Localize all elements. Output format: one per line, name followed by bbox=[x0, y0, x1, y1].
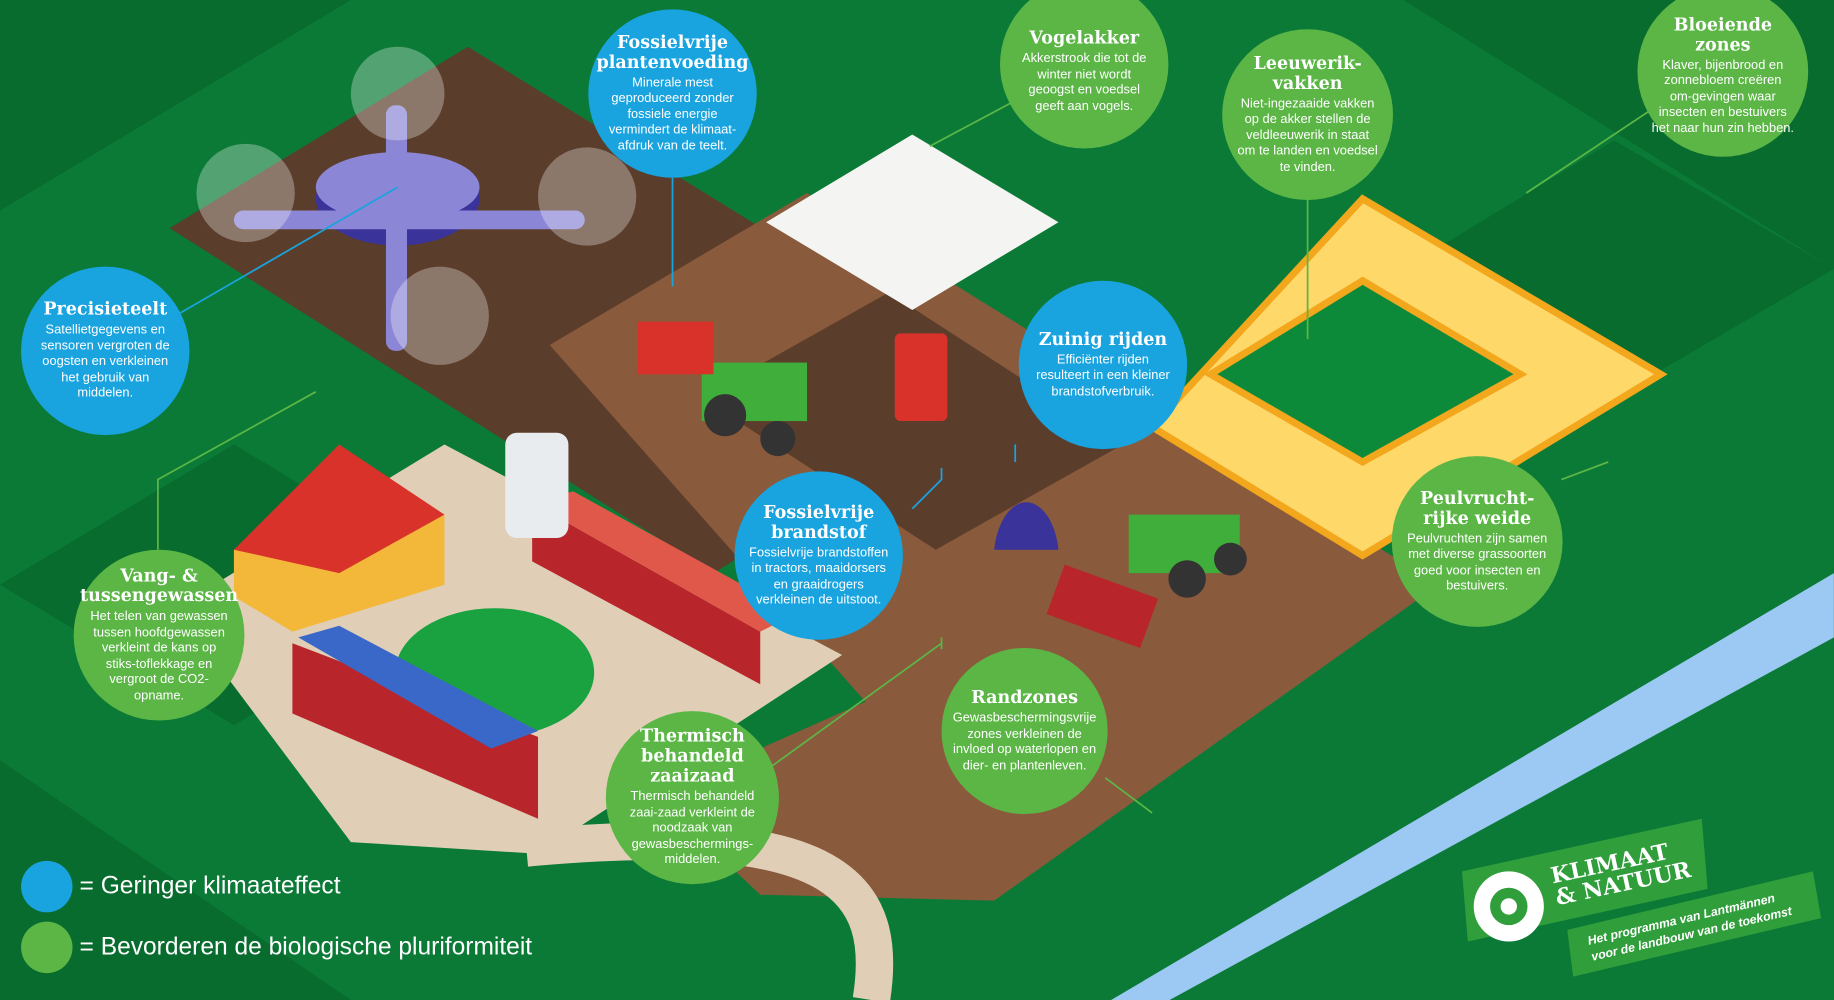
bubble-title: Fossielvrije brandstof bbox=[763, 501, 875, 543]
bubble-title: Peulvrucht- rijke weide bbox=[1420, 487, 1535, 529]
bubble-title: Bloeiende zones bbox=[1673, 13, 1772, 55]
bubble-body: Het telen van gewassen tussen hoofdgewas… bbox=[90, 609, 228, 703]
silo bbox=[505, 432, 569, 539]
legend-label: = Geringer klimaateffect bbox=[79, 872, 341, 900]
bubble-title: Vogelakker bbox=[1029, 26, 1140, 48]
klimaat-natuur-logo: KLIMAAT & NATUUR Het programma van Lantm… bbox=[1456, 818, 1830, 983]
speedometer bbox=[994, 502, 1059, 550]
bubble-title: Fossielvrije plantenvoeding bbox=[596, 31, 749, 73]
green-dot-icon bbox=[21, 921, 73, 974]
blue-dot-icon bbox=[21, 860, 73, 913]
legend-blue: = Geringer klimaateffect bbox=[21, 860, 341, 913]
spreader bbox=[637, 321, 714, 375]
shed bbox=[292, 625, 539, 819]
tractor-2 bbox=[1128, 514, 1247, 598]
bubble-body: Akkerstrook die tot de winter niet wordt… bbox=[1021, 51, 1147, 113]
legend-label: = Bevorderen de biologische pluriformite… bbox=[79, 933, 533, 961]
leeuwerik-vak bbox=[1203, 276, 1528, 467]
bubble-body: Efficiënter rijden resulteert in een kle… bbox=[1036, 352, 1170, 399]
barn bbox=[532, 491, 796, 685]
bubble-title: Thermisch behandeld zaaizaad bbox=[640, 725, 745, 787]
bubble-body: Satellietgegevens en sensoren vergroten … bbox=[40, 323, 170, 401]
bubble-title: Vang- & tussengewassen bbox=[80, 564, 239, 606]
bubble-title: Zuinig rijden bbox=[1038, 328, 1168, 350]
bubble-body: Niet-ingezaaide vakken op de akker stell… bbox=[1237, 96, 1378, 174]
legend-green: = Bevorderen de biologische pluriformite… bbox=[21, 921, 533, 974]
bubble-body: Gewasbeschermingsvrije zones verkleinen … bbox=[952, 711, 1097, 773]
tractor-1 bbox=[701, 362, 808, 457]
bubble-body: Peulvruchten zijn samen met diverse gras… bbox=[1407, 531, 1548, 593]
bubble-body: Fossielvrije brandstoffen in tractors, m… bbox=[749, 545, 889, 608]
farmhouse bbox=[233, 444, 445, 632]
bubble-title: Leeuwerik- vakken bbox=[1253, 52, 1362, 94]
river bbox=[1111, 573, 1834, 1000]
bubble-body: Thermisch behandeld zaai-zaad verkleint … bbox=[629, 789, 755, 867]
bubble-title: Randzones bbox=[971, 686, 1078, 708]
bubble-body: Minerale mest geproduceerd zonder fossie… bbox=[608, 75, 737, 153]
bubble-body: Klaver, bijenbrood en zonnebloem creëren… bbox=[1651, 58, 1795, 136]
connector-lines bbox=[157, 98, 1650, 814]
seeder bbox=[1046, 564, 1159, 649]
bubble-title: Precisieteelt bbox=[43, 298, 168, 320]
jerrycan bbox=[894, 333, 948, 422]
